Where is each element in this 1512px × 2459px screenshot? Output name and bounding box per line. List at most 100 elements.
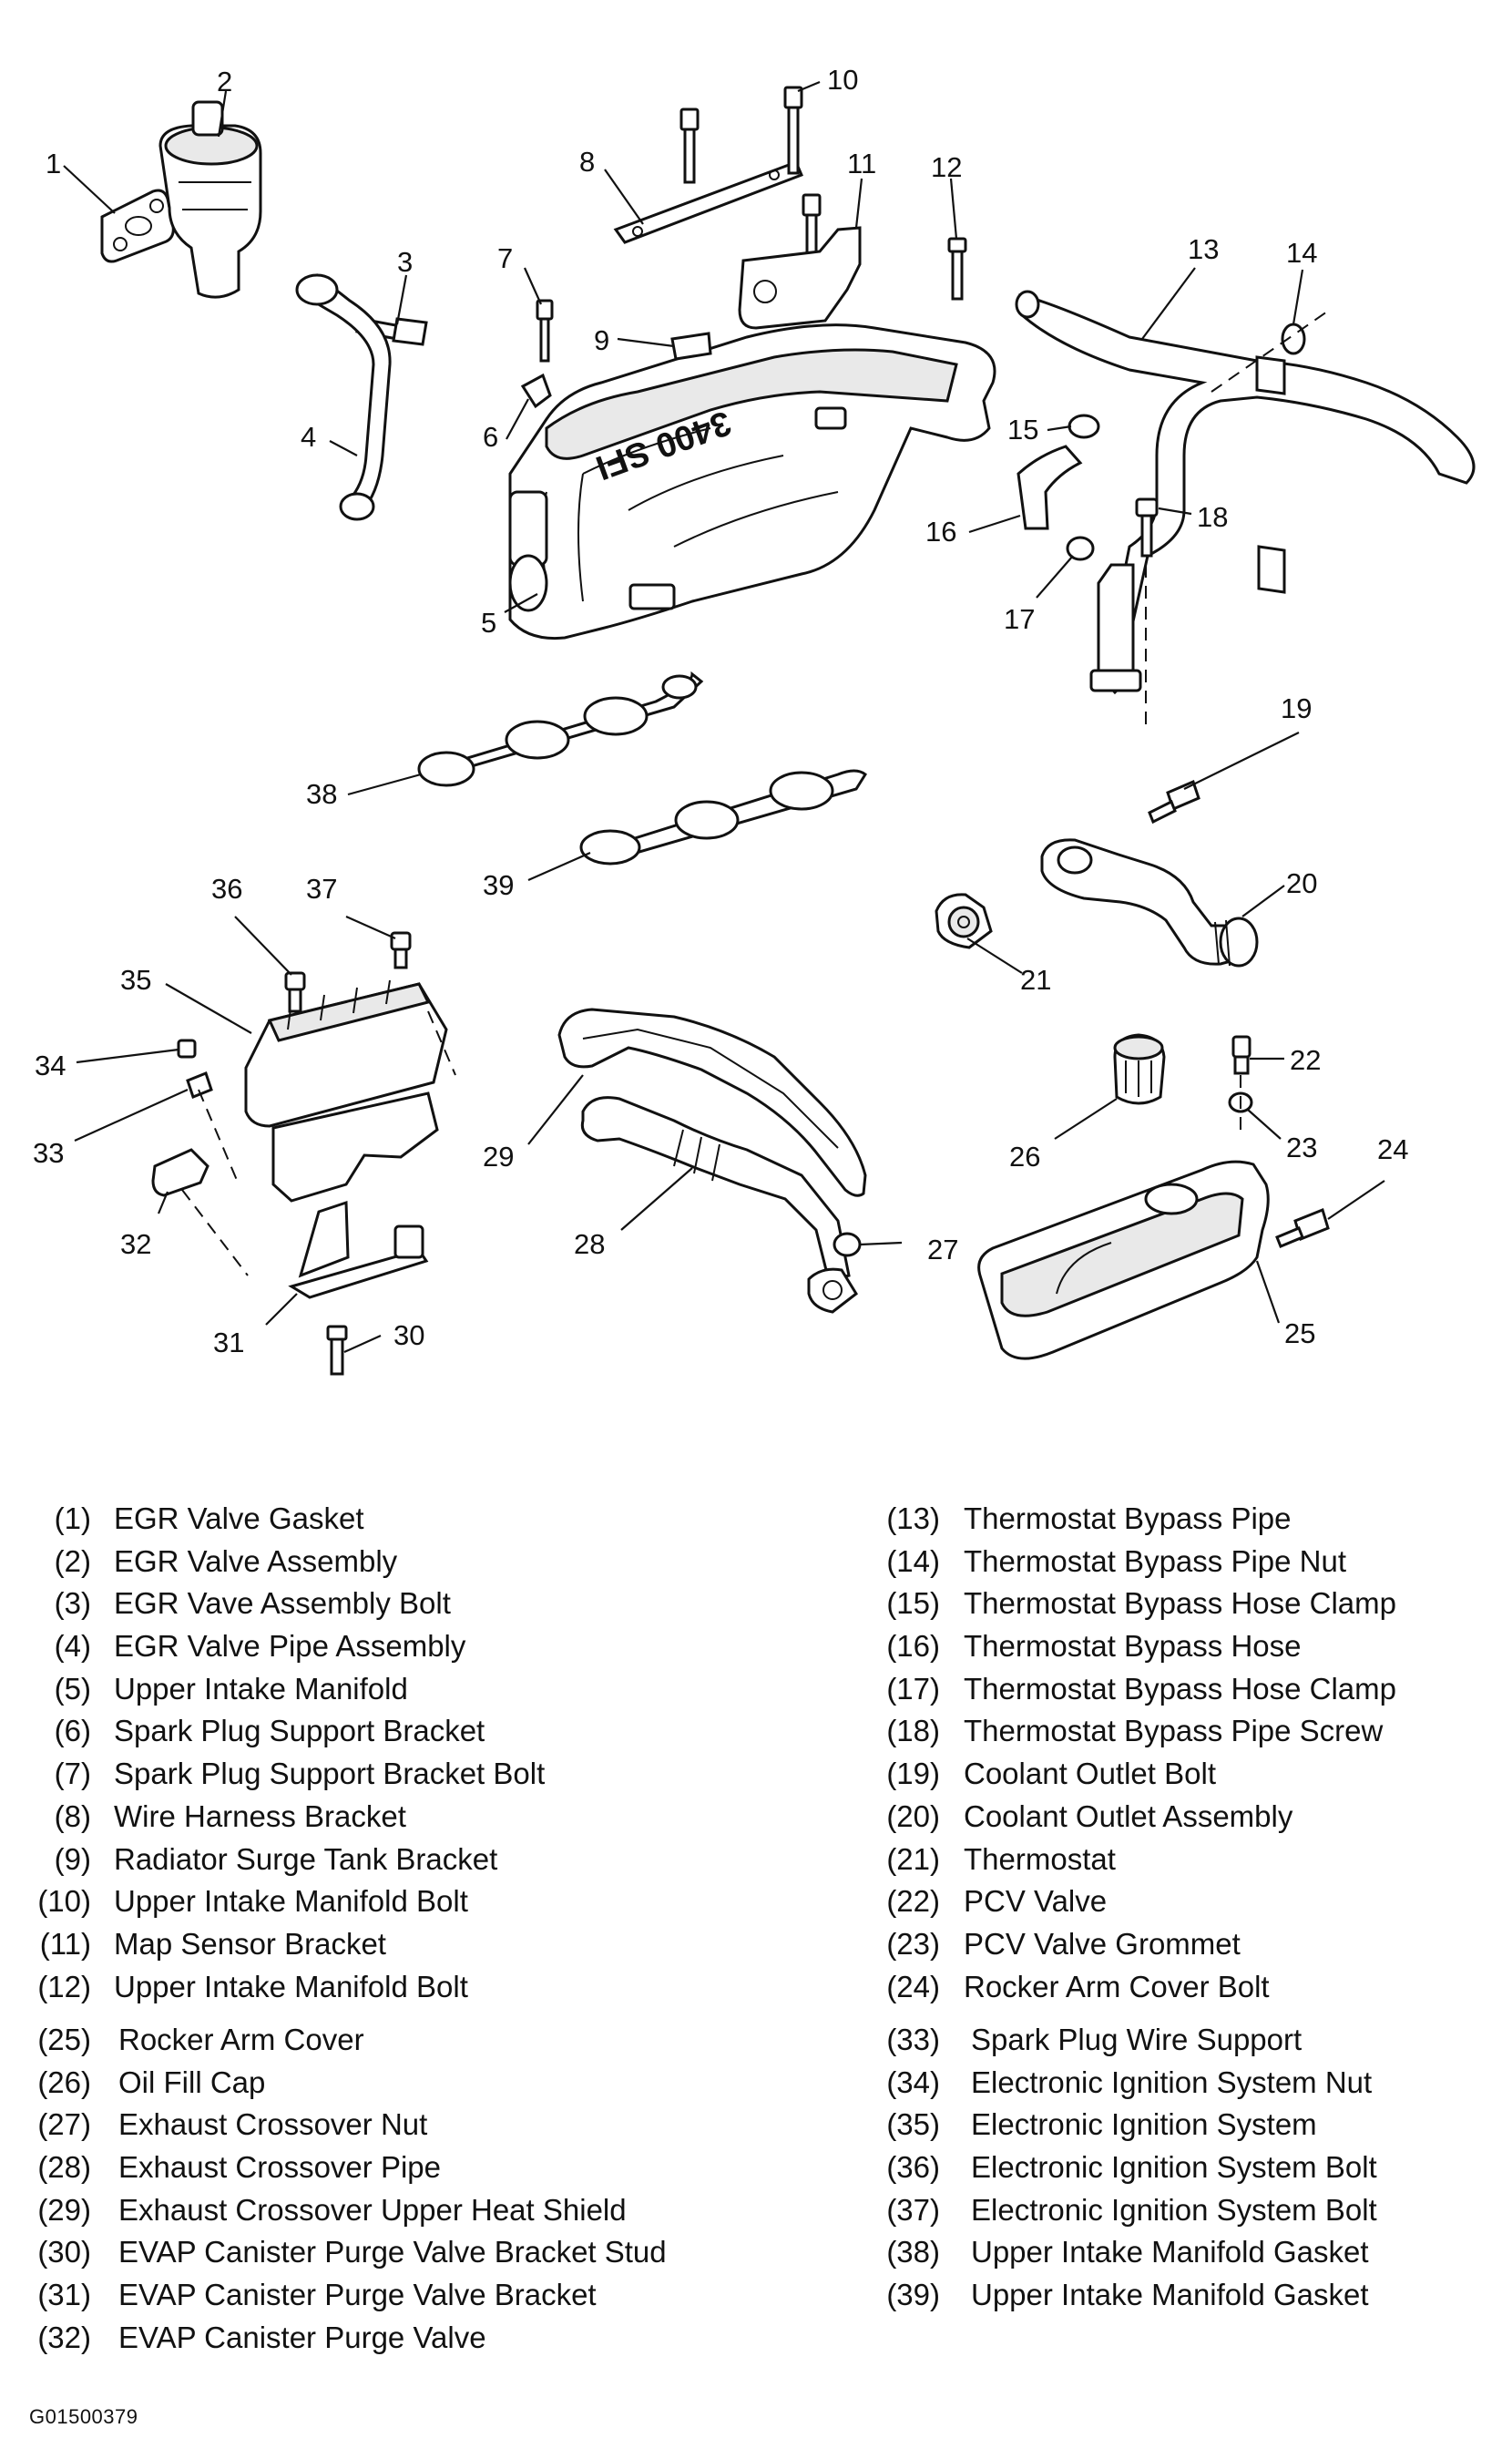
thermostat-part bbox=[935, 893, 993, 949]
legend-item: (2)EGR Valve Assembly bbox=[27, 1546, 545, 1589]
callout-36: 36 bbox=[211, 873, 242, 905]
map-sensor-bracket-part bbox=[738, 226, 862, 330]
callout-19: 19 bbox=[1281, 692, 1312, 724]
legend-item: (26) Oil Fill Cap bbox=[27, 2067, 667, 2110]
legend-item: (30) EVAP Canister Purge Valve Bracket St… bbox=[27, 2235, 667, 2280]
callout-23: 23 bbox=[1286, 1132, 1317, 1163]
callout-13: 13 bbox=[1188, 233, 1219, 265]
legend-item-name: EGR Valve Gasket bbox=[114, 1501, 364, 1535]
legend-item: (8)Wire Harness Bracket bbox=[27, 1801, 545, 1844]
legend-item-name: Rocker Arm Cover Bolt bbox=[964, 1969, 1270, 2003]
legend-item-name: Upper Intake Manifold bbox=[114, 1671, 408, 1706]
legend-item-number: (23) bbox=[886, 1926, 940, 1961]
exhaust-crossover-nut-part bbox=[833, 1232, 862, 1257]
legend-item-name: Thermostat bbox=[964, 1841, 1116, 1876]
legend-item-name: Exhaust Crossover Pipe bbox=[118, 2150, 441, 2185]
legend-item-number: (6) bbox=[54, 1714, 91, 1748]
evap-canister-purge-valve-part bbox=[151, 1148, 249, 1276]
upper-intake-manifold-gasket-39-part bbox=[579, 769, 867, 866]
legend-item: (10)Upper Intake Manifold Bolt bbox=[27, 1886, 545, 1929]
leader-lines bbox=[63, 80, 1385, 1354]
legend-item-name: EVAP Canister Purge Valve Bracket Stud bbox=[118, 2235, 667, 2269]
callout-7: 7 bbox=[497, 242, 513, 274]
legend-item-name: Upper Intake Manifold Bolt bbox=[114, 1884, 468, 1919]
callout-4: 4 bbox=[301, 421, 316, 453]
electronic-ignition-system-nut-part bbox=[177, 1039, 197, 1059]
callout-37: 37 bbox=[306, 873, 337, 905]
legend-item: (18)Thermostat Bypass Pipe Screw bbox=[874, 1716, 1396, 1758]
legend-right-column-bottom: (33)Spark Plug Wire Support(34) Electroni… bbox=[874, 2024, 1377, 2322]
legend-item-name: EGR Vave Assembly Bolt bbox=[114, 1586, 451, 1621]
callout-6: 6 bbox=[483, 421, 498, 453]
legend-item-name: Electronic Ignition System Nut bbox=[971, 2065, 1373, 2099]
legend-item-name: Spark Plug Support Bracket bbox=[114, 1714, 485, 1748]
legend-item-number: (9) bbox=[54, 1841, 91, 1876]
legend-item: (5)Upper Intake Manifold bbox=[27, 1674, 545, 1716]
legend-item-number: (30) bbox=[37, 2235, 91, 2269]
legend-item-number: (13) bbox=[886, 1501, 940, 1535]
legend-item-number: (34) bbox=[886, 2065, 940, 2099]
legend-left-column-bottom: (25)Rocker Arm Cover(26)Oil Fill Cap(27)… bbox=[27, 2023, 667, 2365]
rocker-arm-cover-bolt-part bbox=[1275, 1207, 1330, 1248]
legend-item-number: (32) bbox=[37, 2320, 91, 2354]
upper-intake-manifold-bolt-10-part bbox=[679, 86, 822, 266]
legend-item-number: (25) bbox=[37, 2023, 91, 2056]
legend-item: (9) Radiator Surge Tank Bracket bbox=[27, 1844, 545, 1887]
thermostat-bypass-pipe-part bbox=[1015, 290, 1476, 640]
legend-item-name: Thermostat Bypass Pipe Nut bbox=[964, 1543, 1347, 1578]
legend-item-name: Thermostat Bypass Pipe bbox=[964, 1501, 1292, 1535]
legend-item-name: Thermostat Bypass Hose Clamp bbox=[964, 1671, 1397, 1706]
callout-16: 16 bbox=[925, 516, 956, 548]
legend-item-name: Oil Fill Cap bbox=[118, 2065, 266, 2099]
legend-item-name: Spark Plug Support Bracket Bolt bbox=[114, 1757, 546, 1791]
electronic-ignition-system-bolt-37-part bbox=[390, 931, 412, 969]
legend-item-name: EVAP Canister Purge Valve bbox=[118, 2320, 486, 2354]
coolant-outlet-assembly-part bbox=[1040, 838, 1259, 968]
callout-10: 10 bbox=[827, 64, 858, 96]
legend-item: (33)Spark Plug Wire Support bbox=[874, 2024, 1377, 2067]
legend-item-name: Upper Intake Manifold Gasket bbox=[971, 2278, 1369, 2312]
callout-18: 18 bbox=[1197, 501, 1228, 533]
legend-item: (29)Exhaust Crossover Upper Heat Shield bbox=[27, 2195, 667, 2238]
legend-item: (22)PCV Valve bbox=[874, 1886, 1396, 1929]
legend-item-name: Thermostat Bypass Hose bbox=[964, 1629, 1302, 1664]
callout-21: 21 bbox=[1020, 964, 1051, 996]
legend-item: (31)EVAP Canister Purge Valve Bracket bbox=[27, 2280, 667, 2322]
callout-numbers: 1 2 3 4 5 6 7 8 9 10 11 12 13 14 15 16 1… bbox=[33, 64, 1408, 1358]
legend-item: (28)Exhaust Crossover Pipe bbox=[27, 2152, 667, 2195]
legend-item-number: (16) bbox=[886, 1629, 940, 1664]
exploded-parts-diagram: 3400 SFI bbox=[33, 64, 1476, 1376]
egr-valve-pipe-part bbox=[295, 273, 392, 521]
callout-8: 8 bbox=[579, 146, 595, 178]
callout-28: 28 bbox=[574, 1228, 605, 1260]
spark-plug-support-bracket-bolt-part bbox=[536, 299, 554, 363]
legend-item: (24) Rocker Arm Cover Bolt bbox=[874, 1972, 1396, 2014]
callout-34: 34 bbox=[35, 1050, 66, 1081]
upper-intake-manifold-part: 3400 SFI bbox=[508, 323, 996, 640]
legend-item-name: EGR Valve Pipe Assembly bbox=[114, 1629, 466, 1664]
callout-12: 12 bbox=[931, 151, 962, 183]
legend-item-name: Coolant Outlet Bolt bbox=[964, 1757, 1216, 1791]
legend-item-name: Wire Harness Bracket bbox=[114, 1798, 406, 1833]
legend-item-number: (24) bbox=[886, 1969, 940, 2003]
legend-item: (1)EGR Valve Gasket bbox=[27, 1503, 545, 1546]
figure-id: G01500379 bbox=[29, 2405, 138, 2428]
legend-item-name: Exhaust Crossover Upper Heat Shield bbox=[118, 2192, 627, 2227]
legend-item-number: (2) bbox=[54, 1543, 91, 1578]
callout-35: 35 bbox=[120, 964, 151, 996]
legend-item: (16) Thermostat Bypass Hose bbox=[874, 1631, 1396, 1674]
legend-item-number: (19) bbox=[886, 1757, 940, 1791]
legend-item: (3)EGR Vave Assembly Bolt bbox=[27, 1588, 545, 1631]
legend-item-name: PCV Valve Grommet bbox=[964, 1926, 1241, 1961]
callout-27: 27 bbox=[927, 1234, 958, 1265]
legend-item-number: (26) bbox=[37, 2065, 91, 2099]
callout-24: 24 bbox=[1377, 1133, 1408, 1165]
legend-item-name: Radiator Surge Tank Bracket bbox=[114, 1841, 498, 1876]
evap-canister-purge-valve-bracket-stud-part bbox=[326, 1325, 348, 1376]
exhaust-crossover-upper-heat-shield-part bbox=[557, 1008, 867, 1197]
legend-right-column-top: (13)Thermostat Bypass Pipe(14)Thermostat… bbox=[874, 1503, 1396, 2013]
legend-item-name: Upper Intake Manifold Bolt bbox=[114, 1969, 468, 2003]
legend-item-number: (7) bbox=[54, 1757, 91, 1791]
callout-32: 32 bbox=[120, 1228, 151, 1260]
callout-14: 14 bbox=[1286, 237, 1317, 269]
